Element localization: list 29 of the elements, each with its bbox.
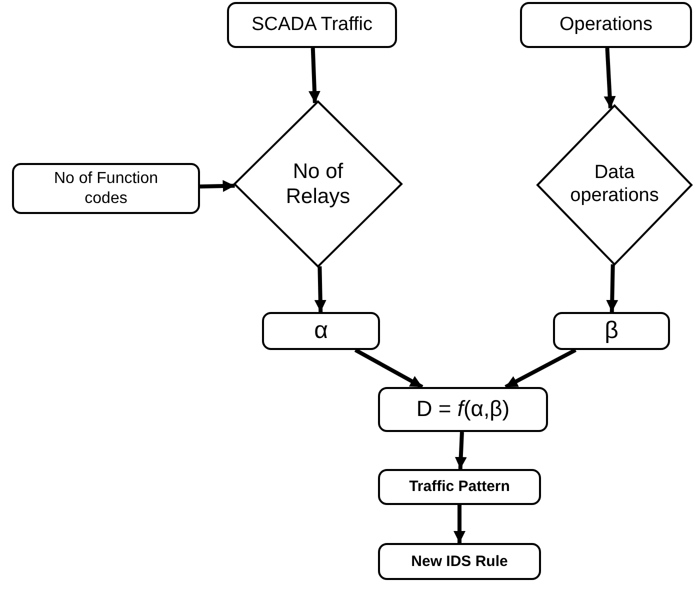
process-box (553, 312, 670, 350)
arrow (200, 180, 235, 192)
process-box (12, 163, 200, 214)
arrow (604, 48, 616, 108)
node-label: No of Relays (284, 158, 352, 210)
node-label: Operations (560, 14, 652, 36)
node-label: New IDS Rule (411, 552, 508, 570)
process-box (227, 2, 397, 48)
arrow (308, 48, 320, 104)
node-label: No of Function codes (52, 169, 160, 208)
arrow (314, 266, 326, 312)
process-box (378, 387, 548, 432)
process-box (378, 543, 541, 580)
decision-diamond (233, 100, 403, 268)
node-label: β (604, 316, 618, 346)
node-label: D = f(α,β) (416, 396, 510, 423)
arrow (454, 505, 466, 543)
arrow (454, 432, 467, 470)
arrow (606, 264, 618, 312)
node-label: SCADA Traffic (251, 14, 373, 36)
arrow (354, 348, 424, 389)
decision-diamond (536, 104, 693, 266)
node-label: Traffic Pattern (409, 478, 510, 496)
arrow (504, 348, 576, 389)
node-label: Data operations (569, 162, 660, 208)
process-box (520, 2, 692, 48)
process-box (378, 469, 541, 505)
process-box (262, 312, 380, 350)
node-label: α (314, 316, 328, 346)
